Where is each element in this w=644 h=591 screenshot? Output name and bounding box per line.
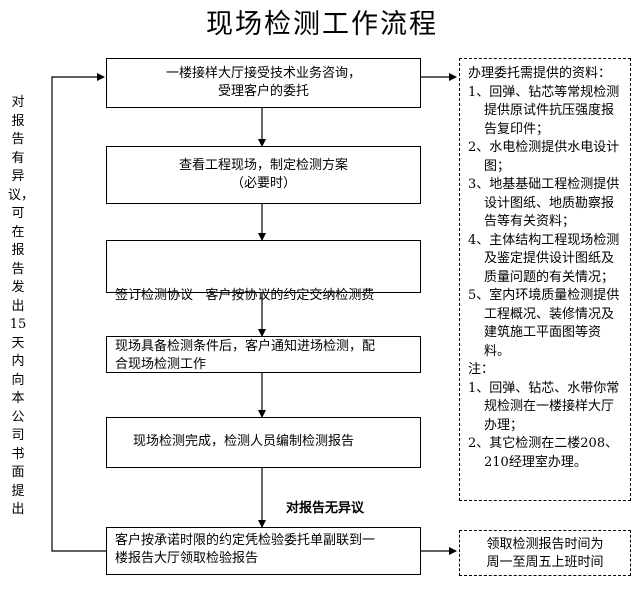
flow-step-notify-entry: 现场具备检测条件后，客户通知进场检测，配 合现场检测工作	[106, 336, 421, 373]
no-objection-label: 对报告无异议	[286, 501, 365, 516]
materials-item: 4、主体结构工程现场检测及鉴定提供设计图纸及质量问题的有关情况；	[468, 232, 620, 285]
flow-step-site-inspection: 查看工程现场，制定检测方案 （必要时）	[106, 146, 421, 204]
page-title: 现场检测工作流程	[206, 9, 438, 40]
materials-heading: 办理委托需提供的资料：	[468, 66, 612, 81]
flow-step-text: 现场具备检测条件后，客户通知进场检测，配	[115, 339, 376, 354]
notes-heading: 注：	[468, 362, 495, 377]
objection-note: 对报告有异议，可在报告发出15天内向本公司书面提出	[8, 95, 35, 517]
pickup-time-box: 领取检测报告时间为 周一至周五上班时间	[459, 530, 631, 576]
materials-item: 5、室内环境质量检测提供工程概况、装修情况及建筑施工平面图等资料。	[468, 288, 620, 359]
flow-step-consultation: 一楼接样大厅接受技术业务咨询， 受理客户的委托	[106, 58, 421, 108]
materials-item: 3、地基基础工程检测提供设计图纸、地质勘察报告等有关资料；	[468, 177, 620, 229]
flow-step-report-compile: 现场检测完成，检测人员编制检测报告	[106, 417, 421, 468]
notes-item: 2、其它检测在二楼208、210经理室办理。	[468, 436, 619, 470]
materials-item: 1、回弹、钻芯等常规检测提供原试件抗压强度报告复印件；	[468, 84, 620, 137]
flow-step-text: 查看工程现场，制定检测方案	[178, 158, 348, 173]
flow-step-text: （必要时）	[230, 176, 296, 191]
flow-step-text: 受理客户的委托	[217, 84, 309, 99]
flow-step-text: 一楼接样大厅接受技术业务咨询，	[165, 66, 361, 81]
feedback-loop-line	[51, 73, 110, 552]
pickup-time-text: 领取检测报告时间为	[486, 537, 604, 552]
flow-step-sign-agreement: 签订检测协议 客户按协议的约定交纳检测费	[106, 240, 421, 303]
materials-requirements-box: 办理委托需提供的资料： 1、回弹、钻芯等常规检测提供原试件抗压强度报告复印件； …	[459, 58, 631, 501]
flow-step-text: 楼报告大厅领取检验报告	[115, 551, 259, 566]
flow-step-text: 合现场检测工作	[115, 357, 207, 372]
pickup-time-text: 周一至周五上班时间	[486, 555, 604, 570]
materials-item: 2、水电检测提供水电设计图；	[468, 140, 620, 174]
flow-step-text: 签订检测协议 客户按协议的约定交纳检测费	[115, 288, 375, 303]
flow-step-text: 现场检测完成，检测人员编制检测报告	[133, 434, 355, 449]
flow-step-text: 客户按承诺时限的约定凭检验委托单副联到一	[115, 533, 376, 548]
notes-item: 1、回弹、钻芯、水带你常规检测在一楼接样大厅办理；	[468, 380, 620, 433]
flow-step-collect-report: 客户按承诺时限的约定凭检验委托单副联到一 楼报告大厅领取检验报告	[106, 527, 421, 575]
